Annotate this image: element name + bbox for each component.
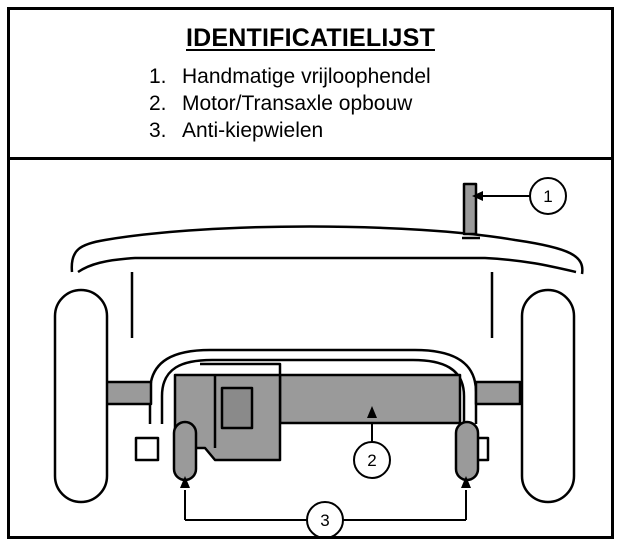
list-item-number: 3. <box>149 119 167 142</box>
freewheel-lever <box>462 182 478 236</box>
callout-1: 1 <box>529 177 567 215</box>
list-item-number: 2. <box>149 92 167 115</box>
callout-3: 3 <box>306 501 344 536</box>
arrow-head <box>367 406 377 418</box>
rear-wheel-left <box>53 288 109 504</box>
list-item-label: Handmatige vrijloophendel <box>182 65 431 88</box>
list-item-number: 1. <box>149 65 167 88</box>
seat-shroud <box>70 225 584 275</box>
list-item-label: Motor/Transaxle opbouw <box>182 92 413 115</box>
list-item: 3. Anti-kiepwielen <box>149 119 323 143</box>
callout-2: 2 <box>353 441 391 479</box>
svg-text:2: 2 <box>367 451 376 470</box>
anti-tip-wheel-left <box>172 420 198 482</box>
frame-arch <box>148 348 478 424</box>
identification-list: IDENTIFICATIELIJST 1. Handmatige vrijloop… <box>10 10 611 160</box>
anti-tip-wheel-right <box>454 420 480 482</box>
arrow-head <box>461 476 471 488</box>
svg-text:1: 1 <box>543 187 552 206</box>
caster-fork-left <box>134 436 160 462</box>
seat-shroud-edge <box>77 256 577 274</box>
arrow-head <box>180 476 190 488</box>
wheelchair-rear-illustration: 1 2 3 <box>53 177 584 536</box>
list-item: 2. Motor/Transaxle opbouw <box>149 92 412 116</box>
axle-right <box>474 380 522 406</box>
list-title: IDENTIFICATIELIJST <box>186 24 435 52</box>
diagram-frame: IDENTIFICATIELIJST 1. Handmatige vrijloop… <box>7 7 614 539</box>
axle-left <box>104 380 153 406</box>
rear-wheel-right <box>520 288 576 504</box>
list-item-label: Anti-kiepwielen <box>182 119 324 142</box>
list-item: 1. Handmatige vrijloophendel <box>149 65 431 89</box>
svg-text:3: 3 <box>320 511 329 530</box>
